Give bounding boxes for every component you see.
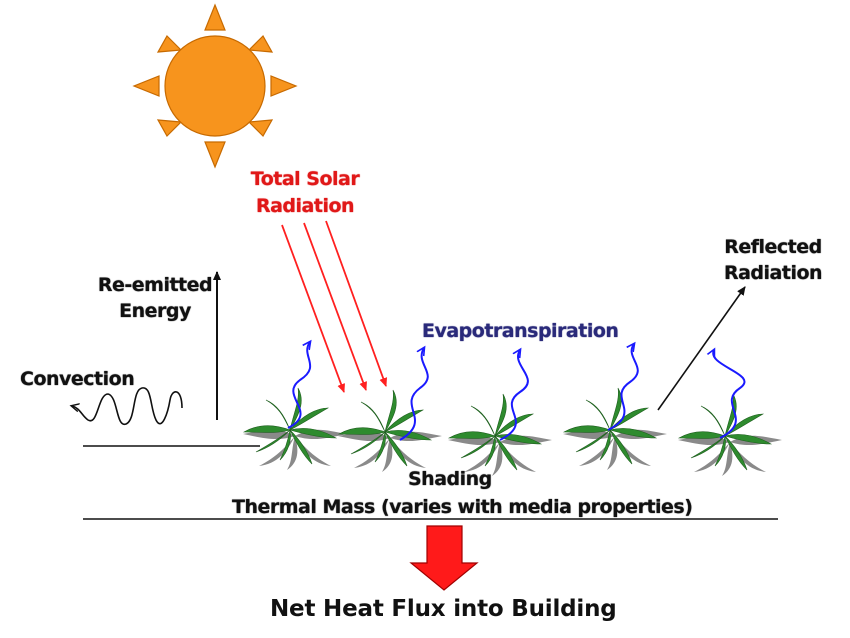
sun-icon bbox=[132, 3, 298, 169]
shading-label: Shading bbox=[408, 468, 492, 490]
solar-radiation-arrows bbox=[281, 220, 388, 393]
net-heat-flux-label: Net Heat Flux into Building bbox=[270, 596, 617, 622]
plant-icon bbox=[677, 393, 783, 477]
wave-arrow-icon bbox=[499, 350, 529, 441]
down-arrow-icon bbox=[409, 525, 479, 591]
reflected-label-line1: Reflected bbox=[724, 236, 822, 258]
reemitted-label-line2: Energy bbox=[119, 300, 191, 322]
solar-label-line2: Radiation bbox=[255, 195, 355, 217]
convection-label: Convection bbox=[20, 368, 135, 390]
evapotranspiration-label: Evapotranspiration bbox=[422, 320, 619, 342]
reflected-radiation-label: Reflected Radiation bbox=[718, 234, 828, 286]
reemitted-label-line1: Re-emitted bbox=[97, 274, 213, 296]
reflected-label-line2: Radiation bbox=[723, 262, 823, 284]
plant-icon bbox=[337, 389, 443, 473]
plant-icon bbox=[447, 393, 553, 477]
convection-wave-icon bbox=[72, 387, 183, 425]
evapotranspiration-waves bbox=[287, 342, 746, 441]
reflected-radiation-arrow bbox=[657, 286, 746, 411]
thermal-mass-label: Thermal Mass (varies with media properti… bbox=[232, 496, 693, 518]
reemitted-energy-label: Re-emitted Energy bbox=[95, 272, 215, 324]
wave-arrow-icon bbox=[287, 342, 310, 429]
solar-label-line1: Total Solar bbox=[250, 168, 360, 190]
plant-icon bbox=[562, 387, 668, 471]
wave-arrow-icon bbox=[607, 344, 639, 431]
solar-radiation-label: Total Solar Radiation bbox=[240, 166, 370, 220]
wave-arrow-icon bbox=[399, 348, 429, 441]
wave-arrow-icon bbox=[713, 350, 746, 439]
